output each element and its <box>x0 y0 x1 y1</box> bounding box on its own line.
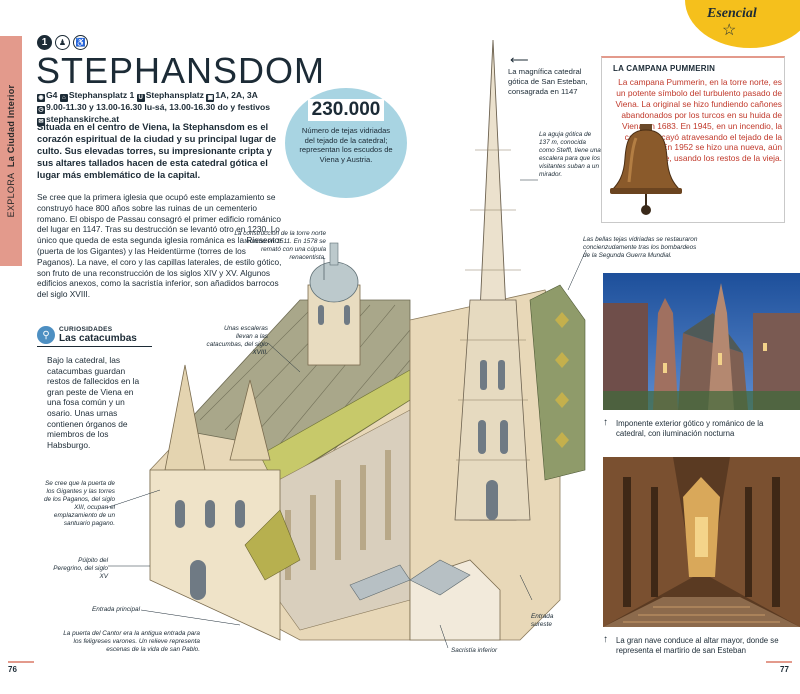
pummerin-box: LA CAMPANA PUMMERIN La campana Pummerin,… <box>601 56 785 223</box>
stat-number: 230.000 <box>307 99 385 121</box>
arrow-left-icon: ⟵ <box>510 52 529 67</box>
annotation-southeast-entrance: Entrada sureste <box>531 613 554 628</box>
page-rule-left <box>8 661 34 663</box>
family-icon: ♟ <box>55 35 70 50</box>
annotation-north-tower: La construcción de la torre norte termin… <box>234 230 326 261</box>
curiosity-text: Bajo la catedral, las catacumbas guardan… <box>47 355 140 450</box>
section-tab[interactable] <box>0 36 22 266</box>
photo-nave <box>603 457 800 627</box>
annotation-stairs: Unas escaleras llevan a las catacumbas, … <box>206 325 268 356</box>
arrow-up-icon: ↑ <box>603 417 608 428</box>
page-number-left: 76 <box>8 665 17 674</box>
curiosity-label: CURIOSIDADES <box>59 326 113 333</box>
page-title: STEPHANSDOM <box>36 50 326 91</box>
annotation-cantor-gate: La puerta del Cantor era la antigua entr… <box>63 630 200 653</box>
star-icon: ☆ <box>722 22 737 39</box>
essential-label: Esencial <box>707 6 757 21</box>
address-icon: ⌂ <box>59 94 68 102</box>
history-paragraph: Se cree que la primera iglesia que ocupó… <box>37 192 282 300</box>
map-pin-icon: ◉ <box>37 94 45 102</box>
metro-icon: U <box>136 94 145 102</box>
arrow-up-icon: ↑ <box>603 634 608 645</box>
main-caption: La magnífica catedral gótica de San Este… <box>508 67 588 96</box>
feature-icons: 1 ♟ ♿ <box>37 35 88 50</box>
stat-circle: 230.000 Número de tejas vidriadas del te… <box>285 88 407 198</box>
accessibility-icon: ♿ <box>73 35 88 50</box>
website-link[interactable]: stephanskirche.at <box>46 114 120 124</box>
annotation-tiles: Las bellas tejas vidriadas se restauraro… <box>583 236 698 259</box>
sight-number-badge: 1 <box>37 35 52 50</box>
bell-icon <box>610 124 682 215</box>
page-number-right: 77 <box>780 665 789 674</box>
photo-nave-caption: ↑ La gran nave conduce al altar mayor, d… <box>603 634 779 656</box>
magnifier-icon: ⚲ <box>37 326 55 344</box>
curiosity-box: ⚲ CURIOSIDADES Las catacumbas Bajo la ca… <box>37 326 152 450</box>
photo-exterior-caption: ↑ Imponente exterior gótico y románico d… <box>603 417 764 439</box>
intro-paragraph: Situada en el centro de Viena, la Stepha… <box>37 121 277 181</box>
annotation-giants-gate: Se cree que la puerta de los Gigantes y … <box>43 480 115 527</box>
curiosity-title: Las catacumbas <box>59 333 137 344</box>
photo-exterior <box>603 273 800 410</box>
bus-icon: ▣ <box>206 94 215 102</box>
annotation-lower-sacristy: Sacristía inferior <box>451 647 498 654</box>
pummerin-text: La campana Pummerin, en la torre norte, … <box>615 77 782 164</box>
clock-icon: ◷ <box>37 106 45 114</box>
page-rule-right <box>766 661 792 663</box>
pummerin-title: LA CAMPANA PUMMERIN <box>613 64 716 73</box>
annotation-pulpit: Púlpito del Peregrino, del siglo XV <box>53 557 108 580</box>
web-icon: ✉ <box>37 118 45 126</box>
stat-caption: Número de tejas vidriadas del tejado de … <box>299 126 393 164</box>
annotation-main-entrance: Entrada principal <box>92 606 140 613</box>
annotation-spire: La aguja gótica de 137 m, conocida como … <box>539 131 601 178</box>
